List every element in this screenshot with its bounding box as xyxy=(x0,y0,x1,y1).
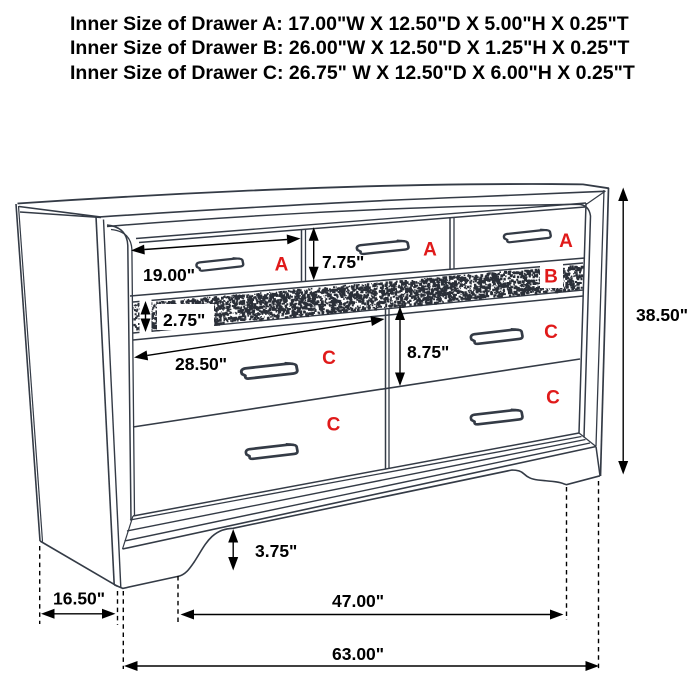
svg-text:A: A xyxy=(559,231,573,252)
svg-text:C: C xyxy=(544,322,558,343)
svg-text:2.75": 2.75" xyxy=(163,310,205,330)
svg-text:63.00": 63.00" xyxy=(332,644,384,664)
svg-text:3.75": 3.75" xyxy=(255,541,297,561)
svg-text:B: B xyxy=(544,267,558,288)
svg-text:28.50": 28.50" xyxy=(175,354,227,374)
svg-text:C: C xyxy=(327,415,341,436)
svg-text:7.75": 7.75" xyxy=(322,252,364,272)
svg-text:C: C xyxy=(322,348,336,369)
svg-text:38.50": 38.50" xyxy=(636,305,688,325)
svg-text:C: C xyxy=(546,388,560,409)
svg-text:47.00": 47.00" xyxy=(332,591,384,611)
svg-text:19.00": 19.00" xyxy=(143,265,195,285)
svg-text:A: A xyxy=(275,255,289,276)
svg-text:8.75": 8.75" xyxy=(407,342,449,362)
svg-text:A: A xyxy=(423,240,437,261)
svg-text:16.50": 16.50" xyxy=(53,589,105,609)
